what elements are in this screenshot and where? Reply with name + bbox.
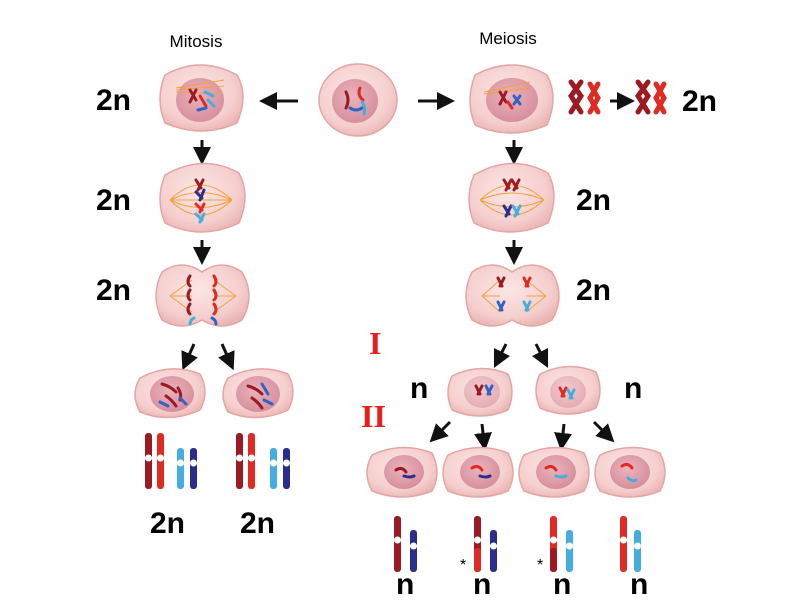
gamete-cell-2 <box>442 446 514 498</box>
meiosis-stage-label-ii: II <box>361 398 386 434</box>
mitosis-anaphase-cell <box>155 264 250 327</box>
meiosis-anaphase-i-cell <box>465 264 560 327</box>
gamete-chromosomes-1 <box>394 516 417 572</box>
meiosis-ii-arrow-4 <box>592 420 615 443</box>
crossing-over-illustration <box>567 79 667 115</box>
meiosis-i-daughter-left <box>447 367 513 417</box>
ploidy-meiosis-3: 2n <box>576 274 611 307</box>
mitosis-metaphase-cell <box>159 162 246 233</box>
parent-cell <box>318 63 398 137</box>
meiosis-header: Meiosis <box>479 29 537 48</box>
ploidy-gamete-2: n <box>473 568 491 600</box>
meiosis-ii-arrow-3 <box>554 423 572 451</box>
recombinant-mark-1: * <box>460 557 466 574</box>
mitosis-header: Mitosis <box>170 32 223 51</box>
gamete-cell-4 <box>594 446 666 498</box>
mitosis-arrow-3b <box>218 343 235 371</box>
ploidy-mitosis-daughter-a: 2n <box>150 507 185 540</box>
mitosis-arrow-3a <box>181 343 198 371</box>
mitosis-chromosomes-a <box>145 433 197 489</box>
ploidy-meiosis-i-left: n <box>410 372 428 405</box>
ploidy-mitosis-daughter-b: 2n <box>240 507 275 540</box>
mitosis-daughter-cell-b <box>222 368 294 419</box>
ploidy-mitosis-1: 2n <box>96 84 131 117</box>
meiosis-prophase-i-cell <box>469 64 554 134</box>
mitosis-daughter-cell-a <box>134 368 206 419</box>
meiosis-metaphase-i-cell <box>468 162 555 233</box>
ploidy-meiosis-2: 2n <box>576 184 611 217</box>
gamete-chromosomes-4 <box>620 516 641 572</box>
ploidy-meiosis-1: 2n <box>682 85 717 118</box>
mitosis-chromosomes-b <box>236 433 290 489</box>
meiosis-arrow-3b <box>531 343 549 369</box>
mitosis-prophase-cell <box>159 64 244 132</box>
meiosis-ii-arrow-1 <box>429 420 452 443</box>
ploidy-mitosis-2: 2n <box>96 184 131 217</box>
ploidy-gamete-4: n <box>630 568 648 600</box>
meiosis-ii-arrow-2 <box>474 423 492 451</box>
ploidy-meiosis-i-right: n <box>624 372 642 405</box>
ploidy-gamete-1: n <box>396 568 414 600</box>
gamete-cell-1 <box>366 446 438 498</box>
meiosis-i-daughter-right <box>535 365 601 415</box>
recombinant-mark-2: * <box>537 557 543 574</box>
ploidy-mitosis-3: 2n <box>96 274 131 307</box>
meiosis-arrow-3a <box>493 343 511 369</box>
gamete-chromosomes-2 <box>474 516 497 572</box>
gamete-chromosomes-3 <box>550 516 573 572</box>
ploidy-gamete-3: n <box>553 568 571 600</box>
gamete-cell-3 <box>518 446 590 498</box>
meiosis-stage-label-i: I <box>369 325 381 361</box>
